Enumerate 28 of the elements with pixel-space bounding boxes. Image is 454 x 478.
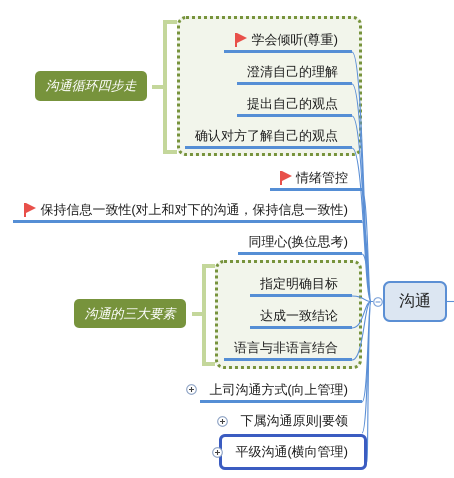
connector-line bbox=[352, 300, 373, 329]
topic-text: 提出自己的观点 bbox=[247, 94, 338, 112]
connector-line bbox=[447, 300, 454, 302]
topic-text: 语言与非语言结合 bbox=[234, 338, 338, 356]
connector-line bbox=[352, 148, 373, 302]
connector-line bbox=[366, 300, 373, 462]
topic-text: 保持信息一致性(对上和对下的沟通，保持信息一致性) bbox=[40, 200, 348, 218]
connector-line bbox=[362, 254, 373, 302]
topic-text: 情绪管控 bbox=[296, 168, 348, 186]
central-topic: 沟通 bbox=[383, 281, 447, 322]
connector-line bbox=[362, 300, 373, 434]
topic-text: 平级沟通(横向管理) bbox=[235, 443, 348, 461]
topic-text: 同理心(换位思考) bbox=[248, 232, 348, 250]
boundary-box bbox=[177, 16, 362, 156]
topic-text: 确认对方了解自己的观点 bbox=[195, 126, 338, 144]
connector-line bbox=[362, 300, 373, 402]
topic-text: 上司沟通方式(向上管理) bbox=[209, 380, 348, 398]
topic-text: 学会倾听(尊重) bbox=[251, 30, 338, 48]
topic-text: 达成一致结论 bbox=[260, 306, 338, 324]
summary-box: 沟通循环四步走 bbox=[35, 71, 147, 101]
topic-text: 指定明确目标 bbox=[260, 274, 338, 292]
topic-text: 下属沟通原则|要领 bbox=[232, 410, 362, 434]
selected-topic bbox=[219, 434, 367, 470]
boundary-box bbox=[215, 260, 362, 369]
summary-box: 沟通的三大要素 bbox=[74, 299, 186, 328]
connector-line bbox=[352, 300, 373, 360]
connector-line bbox=[362, 222, 373, 302]
topic-text: 澄清自己的理解 bbox=[247, 62, 338, 80]
